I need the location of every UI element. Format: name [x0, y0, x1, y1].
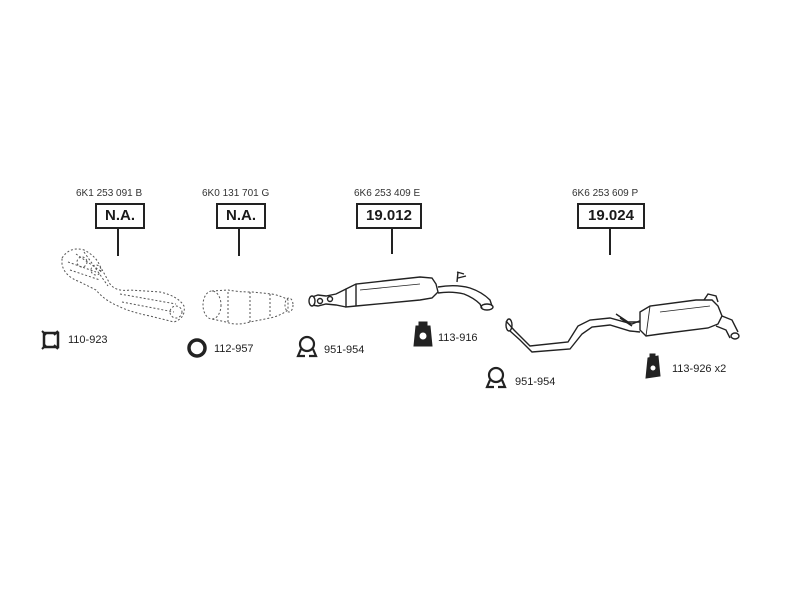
part-number-clamp-front: 951-954 [324, 344, 365, 356]
leader-line-manifold [117, 229, 119, 256]
front-silencer-drawing [308, 271, 494, 311]
rubber-mount-icon [413, 321, 433, 347]
exhaust-manifold-drawing [61, 248, 185, 323]
leader-line-rear-silencer [609, 229, 611, 255]
oem-ref-catalytic-converter: 6K0 131 701 G [202, 188, 270, 199]
clamp-icon [296, 335, 318, 358]
clamp-icon-2 [485, 366, 507, 389]
part-number-hanger: 113-926 x2 [672, 363, 727, 375]
part-number-ring-gasket: 112-957 [214, 343, 254, 355]
oem-ref-rear-silencer: 6K6 253 609 P [572, 188, 639, 199]
part-label-rear-silencer: 19.024 [577, 203, 645, 229]
oem-ref-manifold: 6K1 253 091 B [76, 188, 143, 199]
part-number-gasket: 110-923 [68, 334, 108, 346]
part-label-front-silencer: 19.012 [356, 203, 422, 229]
gasket-icon [41, 330, 60, 350]
part-label-catalytic-converter: N.A. [216, 203, 266, 229]
leader-line-catalytic-converter [238, 229, 240, 256]
part-label-manifold: N.A. [95, 203, 145, 229]
ring-gasket-icon [187, 338, 207, 358]
leader-line-front-silencer [391, 229, 393, 254]
part-number-clamp-rear: 951-954 [515, 376, 556, 388]
rear-silencer-drawing [505, 293, 740, 353]
hanger-icon [645, 353, 661, 379]
part-number-rubber-mount: 113-916 [438, 332, 478, 344]
oem-ref-front-silencer: 6K6 253 409 E [354, 188, 421, 199]
catalytic-converter-drawing [202, 289, 294, 325]
